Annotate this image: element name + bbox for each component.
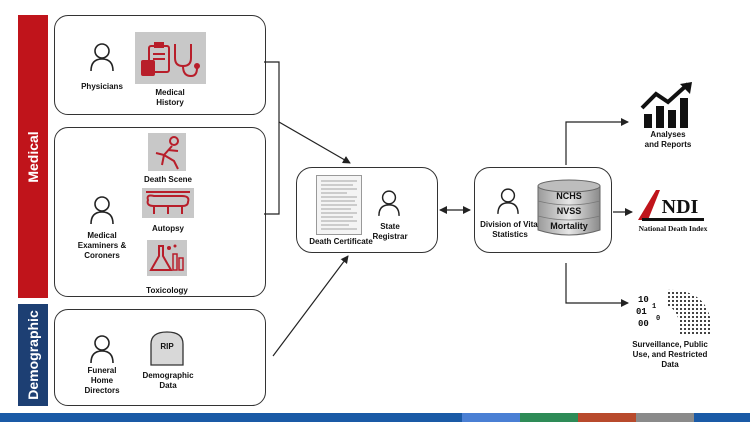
analyses-label: Analyses and Reports: [644, 130, 692, 149]
bottom-bar-segment-2: [462, 413, 520, 422]
svg-text:01: 01: [636, 307, 647, 317]
medical-examiners-label: Medical Examiners & Coroners: [77, 231, 127, 260]
physicians-label: Physicians: [81, 82, 123, 91]
database-icon: [537, 179, 601, 236]
ndi-logo: [638, 190, 704, 221]
division-person-icon: [497, 188, 519, 214]
division-label: Division of Vital Statistics: [480, 220, 540, 239]
examiner-person-icon: [90, 196, 114, 225]
ndi-caption: National Death Index: [638, 224, 708, 233]
demographic-data-label: Demographic Data: [142, 371, 194, 390]
funeral-home-label: Funeral Home Directors: [84, 366, 120, 395]
svg-text:10: 10: [638, 295, 649, 305]
death-certificate-document: [316, 175, 362, 235]
physician-person-icon: [90, 43, 114, 72]
db-mortality-label: Mortality: [550, 221, 588, 231]
binary-data-icon: 10 01 00 1 0: [636, 289, 712, 334]
death-certificate-label: Death Certificate: [309, 237, 373, 246]
tombstone-icon: [150, 331, 184, 366]
funeral-person-icon: [90, 335, 114, 364]
demographic-band: Demographic: [18, 304, 48, 406]
svg-text:00: 00: [638, 319, 649, 329]
surveillance-label: Surveillance, Public Use, and Restricted…: [632, 340, 708, 369]
physicians-box: [54, 15, 266, 115]
toxicology-icon: [147, 240, 187, 276]
db-nvss-label: NVSS: [556, 206, 582, 216]
autopsy-icon: [142, 188, 194, 218]
ndi-logo-text: NDI: [661, 196, 699, 218]
arrow-to-analyses: [565, 118, 629, 165]
arrow-to-surveillance: [565, 263, 629, 307]
medical-band: Medical: [18, 15, 48, 298]
arrow-funeral-to-registration: [272, 255, 349, 357]
svg-text:1: 1: [652, 303, 656, 311]
state-registrar-person-icon: [378, 190, 400, 216]
svg-text:0: 0: [656, 315, 660, 323]
arrow-physicians-to-registration: [278, 121, 351, 164]
bottom-bar-segment-3: [520, 413, 578, 422]
state-registrar-label: State Registrar: [372, 222, 408, 241]
bottom-bar-segment-5: [636, 413, 694, 422]
rip-text: RIP: [160, 342, 174, 351]
db-nchs-label: NCHS: [556, 191, 582, 201]
bracket-connector: [264, 61, 280, 215]
medical-history-label: Medical History: [155, 88, 185, 107]
death-scene-label: Death Scene: [143, 175, 193, 184]
toxicology-label: Toxicology: [146, 286, 188, 295]
bottom-bar-segment-4: [578, 413, 636, 422]
bottom-bar-segment-1: [0, 413, 462, 422]
bottom-bar-segment-6: [694, 413, 750, 422]
medical-history-icon: [135, 32, 206, 84]
death-scene-icon: [148, 133, 186, 171]
autopsy-label: Autopsy: [152, 224, 184, 233]
bar-chart-trend-icon: [640, 82, 692, 128]
